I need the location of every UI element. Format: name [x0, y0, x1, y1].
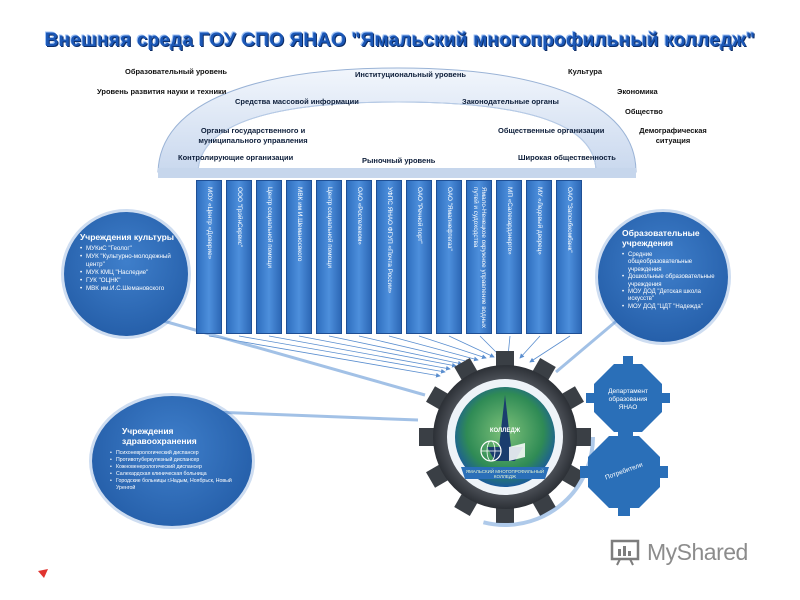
list-item: МОУ ДОД "ЦДТ "Надежда": [622, 304, 718, 312]
arrows-columns: [208, 335, 571, 378]
health-title: Учреждения здравоохранения: [122, 426, 197, 446]
page-title: Внешняя среда ГОУ СПО ЯНАО "Ямальский мн…: [44, 30, 756, 51]
list-item: МВК им.И.С.Шемановского: [80, 285, 178, 293]
arch-inner: [197, 101, 597, 173]
college-gear: [415, 347, 595, 527]
list-item: МУКиС "Геолог": [80, 245, 178, 253]
list-item: Дошкольные образовательные учреждения: [622, 274, 718, 289]
arch-market: Рыночный уровень: [362, 156, 436, 165]
college-word: КОЛЛЕДЖ: [489, 428, 521, 434]
education-list: Средние общеобразовательные учреждения Д…: [622, 252, 718, 312]
column-organization: ОАО "Запсибкомбанк": [556, 180, 582, 334]
outer-level-science: Уровень развития науки и техники: [97, 87, 227, 96]
college-banner: ЯМАЛЬСКИЙ МНОГОПРОФИЛЬНЫЙ КОЛЛЕДЖ: [465, 469, 545, 479]
culture-list: МУКиС "Геолог" МУК "Культурно-молодежный…: [80, 245, 178, 293]
list-item: ГУК "ОЦНК": [80, 277, 178, 285]
column-organization: МП «Салехардэнерго»: [496, 180, 522, 334]
presentation-board-icon: [610, 539, 640, 566]
column-organization: Центр социальной помощи: [316, 180, 342, 334]
health-list: Психоневрологический диспансер Противоту…: [110, 450, 238, 492]
list-item: Городские больницы г.Надым, Ноябрьск, Но…: [110, 478, 238, 492]
column-organization: МУ «Ледовый дворец»: [526, 180, 552, 334]
arrows-education: [555, 316, 621, 374]
outer-level-society: Общество: [625, 107, 663, 116]
column-organization: Ямало-Ненецкое окружное управление водны…: [466, 180, 492, 334]
outer-level-demography: Демографическая ситуация: [639, 126, 707, 145]
outer-level-economy: Экономика: [617, 87, 658, 96]
list-item: Средние общеобразовательные учреждения: [622, 252, 718, 274]
list-item: МОУ ДОД "Детская школа искусств": [622, 289, 718, 304]
culture-title: Учреждения культуры: [80, 232, 175, 242]
list-item: МУК "Культурно-молодежный центр": [80, 253, 178, 269]
watermark-text: MyShared: [647, 538, 748, 565]
column-organization: МВК им И.Шеманосвкого: [286, 180, 312, 334]
list-item: Противотуберкулезный диспансер: [110, 457, 238, 464]
arch-institutional: Институциональный уровень: [355, 70, 466, 79]
list-item: Салехардская клиническая больница: [110, 471, 238, 478]
consumers-octagon: [580, 428, 668, 516]
arch-government: Органы государственного и муниципального…: [198, 126, 308, 145]
myshared-watermark: MyShared: [609, 538, 748, 566]
corner-arrow-icon: [38, 569, 48, 578]
arch-legislative: Законодательные органы: [462, 97, 559, 106]
column-organization: УФПС ЯНАО ФГУП «Почта России»: [376, 180, 402, 334]
list-item: Психоневрологический диспансер: [110, 450, 238, 457]
list-item: Кожновенерологический диспансер: [110, 464, 238, 471]
outer-level-education: Образовательный уровень: [125, 67, 228, 76]
outer-level-culture: Культура: [568, 67, 603, 76]
arch-media: Средства массовой информации: [235, 97, 359, 106]
column-organization: Центр социальной помощи: [256, 180, 282, 334]
column-organization: ОАО "Речной порт": [406, 180, 432, 334]
arch-public-orgs: Общественные организации: [498, 126, 605, 135]
list-item: МУК КМЦ "Наследие": [80, 269, 178, 277]
education-title: Образовательные учреждения: [622, 228, 700, 248]
column-organization: ОАО "Ямалнефтегаз": [436, 180, 462, 334]
arch-base: [158, 168, 636, 178]
arch-control: Контролирующие организации: [178, 153, 294, 162]
arch-public: Широкая общественность: [518, 153, 616, 162]
column-organization: ООО "ГрэйнСервис": [226, 180, 252, 334]
department-label: Департамент образования ЯНАО: [608, 388, 648, 411]
column-organization: МОУ «Центр «Доверие»: [196, 180, 222, 334]
column-organization: ОАО «Ростелеком»: [346, 180, 372, 334]
